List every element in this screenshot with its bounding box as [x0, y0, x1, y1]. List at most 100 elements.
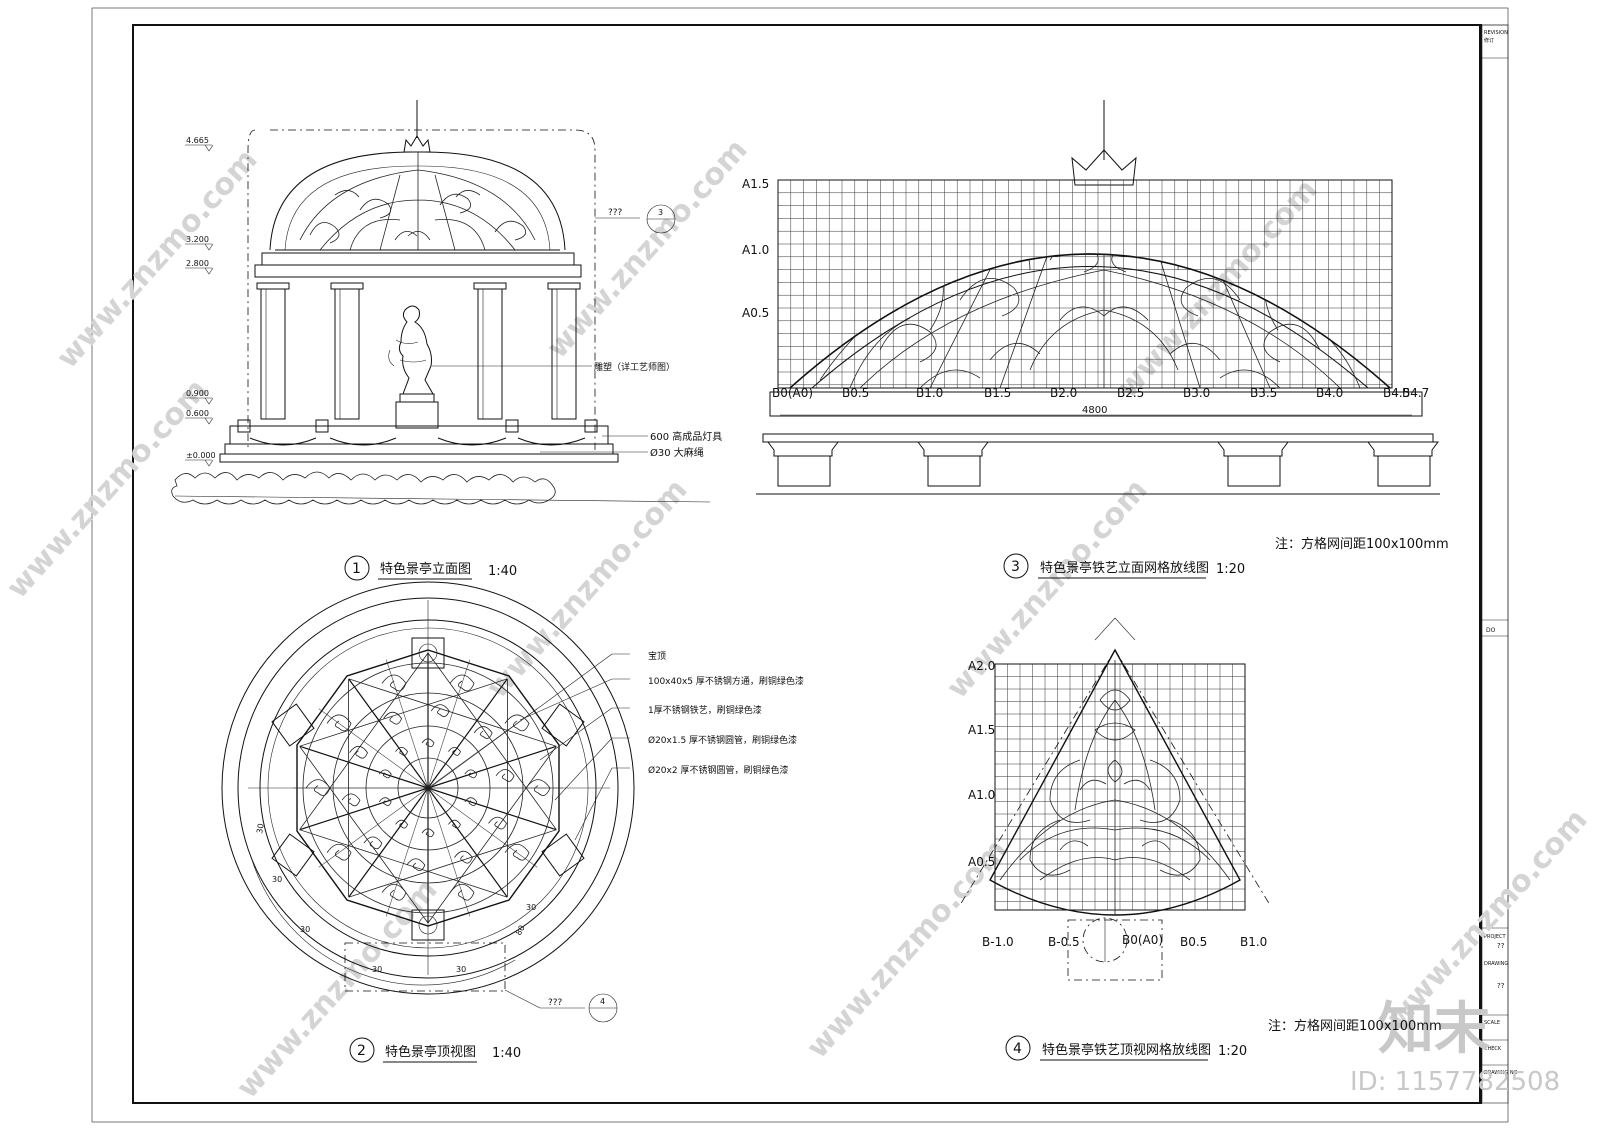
level-4665: 4.665	[186, 136, 209, 145]
view3-title: 特色景亭铁艺立面网格放线图	[1040, 560, 1209, 576]
project-value: ??	[1497, 942, 1505, 950]
ground-shrubs	[171, 471, 556, 505]
view2-title: 特色景亭顶视图	[385, 1044, 476, 1060]
drawing-no-label: DRAWING NO	[1484, 1070, 1518, 1076]
plan-dim-2: 30	[272, 875, 282, 884]
plan-dim-1: 30	[255, 823, 266, 835]
scale-label: SCALE	[1484, 1020, 1500, 1026]
view2-number-glyph: 2	[357, 1043, 366, 1059]
watermark-id: ID: 1157782508	[1350, 1067, 1560, 1097]
view3-x-label: B4.0	[1316, 386, 1343, 400]
view4-x-label-b-10: B-1.0	[982, 935, 1014, 949]
level-0600: 0.600	[186, 409, 209, 418]
view1-number-glyph: 1	[352, 561, 361, 577]
view3-x-label: B1.5	[984, 386, 1011, 400]
note-rope: Ø30 大麻绳	[650, 446, 704, 459]
plan-detail-boundary	[344, 942, 506, 992]
view2-plan: 30 30 30 30 30 80 30 宝顶 100x40x5 厚不锈钢方通，…	[221, 581, 804, 1063]
view4-top-grid: A2.0 A1.5 A1.0 A0.5 B-1.0 B-0.5 B0(A0) B…	[959, 617, 1442, 1061]
level-2800: 2.800	[186, 259, 209, 268]
watermark-site-9: www.znzmo.com	[230, 872, 445, 1105]
view3-x-label: B2.0	[1050, 386, 1077, 400]
view3-dome-outline	[789, 253, 1391, 389]
view3-note: 注：方格网间距100x100mm	[1275, 536, 1449, 552]
view3-number: ③	[1005, 570, 1006, 572]
level-0900: 0.900	[186, 389, 209, 398]
view3-x-labels: B0(A0) B0.5 B1.0 B1.5 B2.0 B2.5 B3.0 B3.5 B4.0 B4…	[772, 386, 1429, 400]
view3-x-label: B0.5	[842, 386, 869, 400]
level-markers: 4.665 3.200 2.800 0.900 0.600 ±0.000	[185, 136, 216, 467]
level-3200: 3.200	[186, 235, 209, 244]
view4-x-label-b05: B0.5	[1180, 935, 1207, 949]
view4-number: ④	[1005, 1052, 1006, 1054]
note-sculpture: 雕塑（详工艺师图）	[594, 361, 675, 373]
view3-x-label: B2.5	[1117, 386, 1144, 400]
view3-y-label-a15: A1.5	[742, 177, 769, 191]
columns	[256, 282, 581, 420]
dome-outline	[269, 151, 566, 251]
drawing-value: ??	[1497, 982, 1505, 990]
view4-ironwork	[999, 660, 1231, 915]
view4-y-label-a10: A1.0	[968, 788, 995, 802]
view4-scale: 1:20	[1218, 1044, 1247, 1059]
view3-x-label: B3.0	[1183, 386, 1210, 400]
dome-ironwork	[299, 152, 536, 250]
view3-x-label: B1.0	[916, 386, 943, 400]
drawing-label: DRAWING	[1484, 961, 1508, 967]
level-0000: ±0.000	[186, 451, 216, 460]
view1-title: 特色景亭立面图	[380, 561, 471, 577]
view1-callout-text: ???	[608, 208, 623, 218]
view4-x-label-b10: B1.0	[1240, 935, 1267, 949]
view1-callout-ref: 3	[658, 208, 663, 217]
plan-leaders	[431, 653, 630, 841]
view2-callout-ref: 4	[600, 997, 605, 1006]
watermark-site-3: www.znzmo.com	[1110, 172, 1325, 405]
plan-note-4: Ø20x1.5 厚不锈钢圆管，刷铜绿色漆	[648, 734, 797, 746]
sculpture	[388, 305, 439, 429]
view4-title: 特色景亭铁艺顶视网格放线图	[1042, 1042, 1211, 1058]
view1-elevation: 4.665 3.200 2.800 0.900 0.600 ±0.000 ???…	[171, 100, 722, 581]
view3-scale: 1:20	[1216, 562, 1245, 577]
entablature-upper	[261, 252, 575, 266]
view3-grid	[777, 179, 1393, 389]
view3-x-label: B0(A0)	[772, 386, 813, 400]
view2-callout-text: ???	[548, 998, 563, 1008]
do-label: DO	[1486, 627, 1496, 634]
revision-cn-label: 修订	[1484, 37, 1494, 44]
view3-base	[769, 391, 1423, 417]
plan-dim-5: 30	[456, 965, 466, 974]
plan-note-3: 1厚不锈钢铁艺，刷铜绿色漆	[648, 704, 762, 716]
title-block: REVISION 修订 DO PROJECT ?? DRAWING ?? SCA…	[1481, 24, 1518, 1104]
revision-label: REVISION	[1484, 30, 1508, 36]
view3-x-label: B4.7	[1402, 386, 1429, 400]
view3-column-stubs	[767, 441, 1439, 487]
plan-note-2: 100x40x5 厚不锈钢方通，刷铜绿色漆	[648, 675, 804, 687]
view4-grid	[994, 663, 1246, 911]
watermark-site-1: www.znzmo.com	[50, 142, 265, 375]
view4-x-label-b0: B0(A0)	[1122, 933, 1163, 947]
view3-dimension: 4800	[1082, 405, 1107, 416]
view3-x-label: B4.5	[1383, 386, 1410, 400]
plan-note-1: 宝顶	[648, 650, 666, 662]
view3-y-label-a05: A0.5	[742, 306, 769, 320]
view4-y-label-a05: A0.5	[968, 855, 995, 869]
view4-x-label-b-05: B-0.5	[1048, 935, 1080, 949]
view3-y-label-a10: A1.0	[742, 243, 769, 257]
view3-x-label: B3.5	[1250, 386, 1277, 400]
watermark-site-4: www.znzmo.com	[0, 372, 215, 605]
view1-scale: 1:40	[488, 564, 517, 579]
view4-y-label-a15: A1.5	[968, 723, 995, 737]
view4-y-label-a20: A2.0	[968, 659, 995, 673]
plan-dim-3: 30	[300, 925, 310, 934]
project-label: PROJECT	[1484, 934, 1507, 940]
watermark-site-5: www.znzmo.com	[480, 472, 695, 705]
watermark-logo: 知末	[1378, 997, 1490, 1062]
crown-finial	[403, 135, 431, 153]
watermarks: www.znzmo.com www.znzmo.com www.znzmo.co…	[0, 132, 1595, 1105]
view4-number-glyph: 4	[1013, 1041, 1022, 1057]
rope	[249, 437, 586, 446]
view4-note: 注：方格网间距100x100mm	[1268, 1018, 1442, 1034]
plan-dim-4: 30	[372, 965, 382, 974]
watermark-site-2: www.znzmo.com	[540, 132, 755, 365]
